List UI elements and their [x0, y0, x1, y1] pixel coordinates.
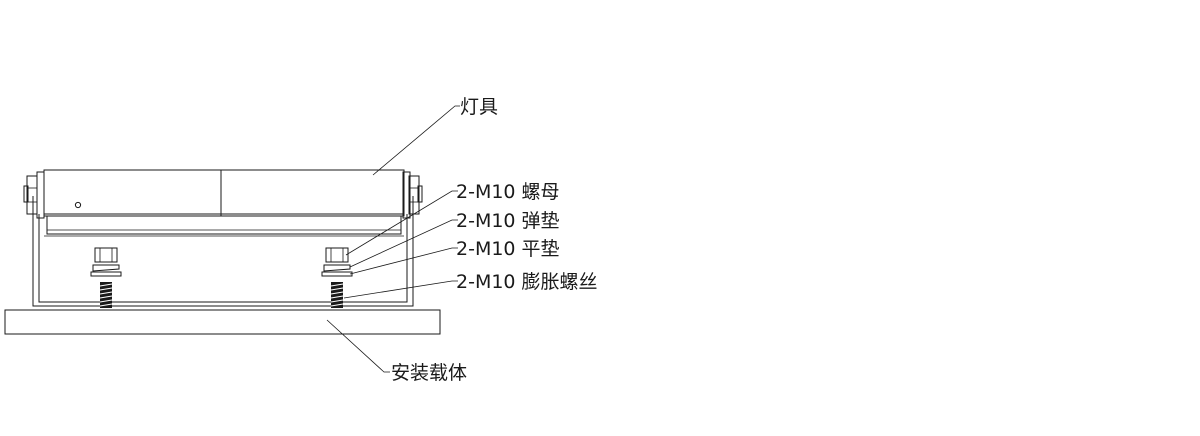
left-bolt-assembly — [90, 247, 122, 308]
left-nut — [94, 247, 118, 263]
lamp-screw-dot — [74, 201, 82, 209]
label-spring-washer: 2-M10 弹垫 — [456, 210, 560, 232]
right-bolt-assembly — [321, 247, 353, 308]
label-lamp: 灯具 — [460, 96, 498, 118]
left-spring-washer — [92, 264, 120, 272]
label-nut: 2-M10 螺母 — [456, 181, 560, 203]
leader-lines — [326, 105, 460, 373]
label-flat-washer: 2-M10 平垫 — [456, 238, 560, 260]
left-end-cap — [23, 171, 45, 219]
label-expansion-screw: 2-M10 膨胀螺丝 — [456, 271, 598, 293]
right-spring-washer — [323, 264, 351, 272]
label-mounting-base: 安装载体 — [391, 362, 467, 384]
mounting-base — [4, 309, 441, 335]
right-nut — [325, 247, 349, 263]
lamp-body — [43, 169, 405, 237]
right-flat-washer — [321, 271, 353, 277]
left-flat-washer — [90, 271, 122, 277]
mounting-bracket — [32, 196, 414, 311]
